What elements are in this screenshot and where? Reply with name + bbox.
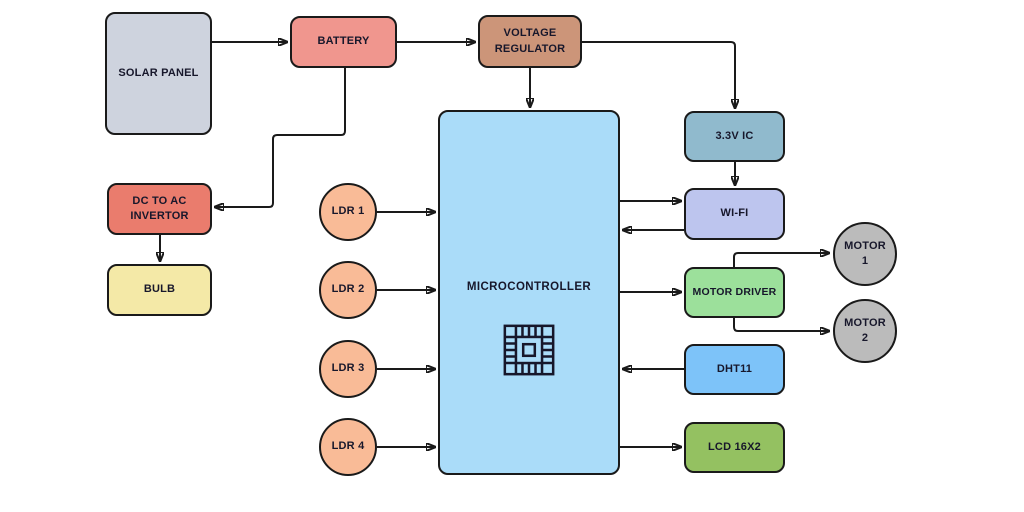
- node-3v3-ic: 3.3V IC: [684, 111, 785, 162]
- motor-driver-label: MOTOR DRIVER: [692, 286, 777, 299]
- microcontroller-label: MICROCONTROLLER: [466, 281, 592, 293]
- node-ldr1: LDR 1: [319, 183, 377, 241]
- node-ldr2: LDR 2: [319, 261, 377, 319]
- node-wifi: WI-FI: [684, 188, 785, 240]
- voltage-regulator-label: VOLTAGE REGULATOR: [494, 27, 566, 55]
- node-dht11: DHT11: [684, 344, 785, 395]
- node-microcontroller: MICROCONTROLLER: [438, 110, 620, 475]
- battery-label: BATTERY: [317, 35, 370, 48]
- node-lcd-16x2: LCD 16X2: [684, 422, 785, 473]
- ldr2-label: LDR 2: [331, 283, 365, 296]
- node-voltage-regulator: VOLTAGE REGULATOR: [478, 15, 582, 68]
- node-motor1: MOTOR 1: [833, 222, 897, 286]
- dc-ac-invertor-label: DC TO AC INVERTOR: [130, 194, 189, 222]
- lcd-16x2-label: LCD 16X2: [708, 440, 761, 453]
- node-motor-driver: MOTOR DRIVER: [684, 267, 785, 318]
- arrow-motor-driver-to-motor1: [733, 253, 829, 267]
- arrow-battery-to-dc-ac-invertor: [215, 68, 346, 207]
- arrow-motor-driver-to-motor2: [733, 318, 829, 331]
- arrow-voltage-regulator-to-3v3-ic: [582, 41, 735, 108]
- wifi-label: WI-FI: [720, 207, 749, 220]
- node-solar-panel: SOLAR PANEL: [105, 12, 212, 135]
- node-bulb: BULB: [107, 264, 212, 316]
- node-ldr4: LDR 4: [319, 418, 377, 476]
- ldr1-label: LDR 1: [331, 205, 365, 218]
- node-ldr3: LDR 3: [319, 340, 377, 398]
- ldr3-label: LDR 3: [331, 362, 365, 375]
- node-motor2: MOTOR 2: [833, 299, 897, 363]
- bulb-label: BULB: [143, 283, 176, 296]
- chip-icon: [503, 324, 555, 376]
- motor2-label: MOTOR 2: [844, 316, 886, 344]
- 3v3-ic-label: 3.3V IC: [715, 129, 754, 142]
- node-dc-ac-invertor: DC TO AC INVERTOR: [107, 183, 212, 235]
- motor1-label: MOTOR 1: [844, 239, 886, 267]
- solar-panel-label: SOLAR PANEL: [118, 66, 199, 79]
- dht11-label: DHT11: [716, 362, 753, 375]
- node-battery: BATTERY: [290, 16, 397, 68]
- ldr4-label: LDR 4: [331, 440, 365, 453]
